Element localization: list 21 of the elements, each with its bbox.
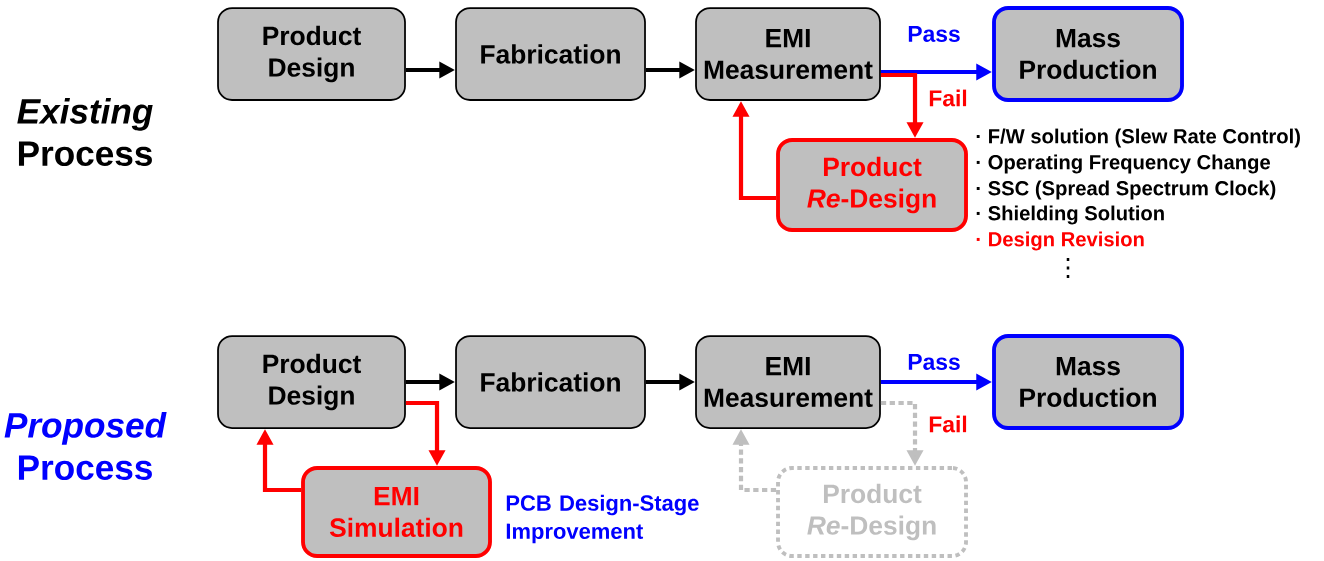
process-box: Fabrication bbox=[455, 335, 646, 429]
process-box: Mass Production bbox=[992, 334, 1184, 430]
list-item: · F/W solution (Slew Rate Control) bbox=[976, 128, 1300, 148]
redesign-box: Product Re-Design bbox=[776, 466, 968, 558]
process-box: EMI Measurement bbox=[695, 7, 881, 101]
edge-label: Pass bbox=[908, 26, 960, 42]
section-title: Existing Process bbox=[17, 98, 153, 166]
edge-label: Fail bbox=[929, 415, 967, 433]
list-item: · Design Revision bbox=[976, 231, 1144, 251]
edge-label: Fail bbox=[929, 89, 967, 107]
process-box: Product Design bbox=[217, 7, 406, 101]
edge-label: Pass bbox=[908, 354, 960, 370]
section-title: Proposed Process bbox=[4, 412, 167, 480]
process-box: Product Design bbox=[217, 335, 406, 429]
process-box: Fabrication bbox=[455, 7, 646, 101]
ellipsis: ⋮ bbox=[1066, 258, 1070, 278]
simulation-box: EMI Simulation bbox=[301, 466, 492, 558]
process-box: Mass Production bbox=[992, 6, 1184, 102]
process-box: EMI Measurement bbox=[695, 335, 881, 429]
list-item: · Operating Frequency Change bbox=[976, 154, 1270, 174]
redesign-box: Product Re-Design bbox=[776, 138, 968, 232]
